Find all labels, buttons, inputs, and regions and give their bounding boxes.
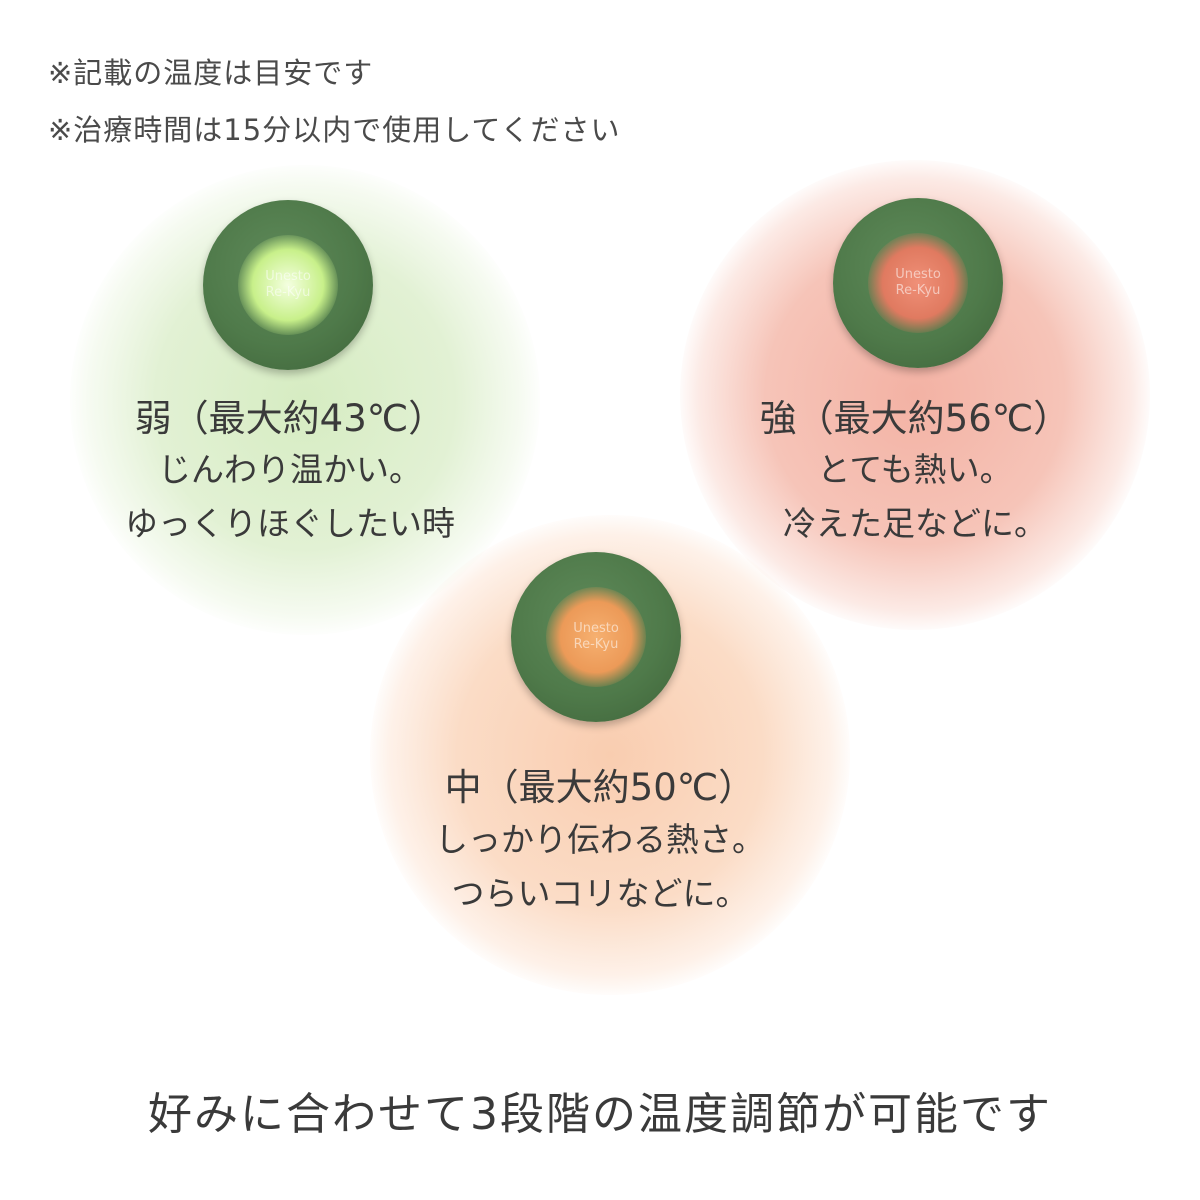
- logo-line2: Re-Kyu: [895, 283, 941, 298]
- level-strong-label: 強（最大約56℃）: [759, 397, 1071, 440]
- note-treatment-time: ※治療時間は15分以内で使用してください: [48, 113, 621, 147]
- desc-line: じんわり温かい。: [158, 450, 422, 489]
- indicator-light-orange: Unesto Re-Kyu: [546, 587, 646, 687]
- note-temperature: ※記載の温度は目安です: [48, 56, 374, 90]
- level-weak-description: じんわり温かい。 ゆっくりほぐしたい時: [60, 443, 520, 551]
- desc-line: とても熱い。: [817, 450, 1013, 489]
- main-caption: 好みに合わせて3段階の温度調節が可能です: [148, 1089, 1052, 1140]
- indicator-light-green: Unesto Re-Kyu: [238, 235, 338, 335]
- desc-line: ゆっくりほぐしたい時: [125, 504, 455, 543]
- level-medium-label: 中（最大約50℃）: [444, 766, 756, 809]
- device-weak: Unesto Re-Kyu: [203, 200, 373, 370]
- logo-line1: Unesto: [265, 269, 311, 285]
- level-weak-label: 弱（最大約43℃）: [134, 397, 446, 440]
- desc-line: つらいコリなどに。: [451, 874, 749, 913]
- logo-line1: Unesto: [895, 267, 941, 283]
- desc-line: しっかり伝わる熱さ。: [435, 820, 765, 859]
- device-strong: Unesto Re-Kyu: [833, 198, 1003, 368]
- logo-line1: Unesto: [573, 621, 619, 637]
- device-medium: Unesto Re-Kyu: [511, 552, 681, 722]
- logo-line2: Re-Kyu: [573, 637, 619, 652]
- level-strong-description: とても熱い。 冷えた足などに。: [685, 443, 1145, 551]
- indicator-light-red: Unesto Re-Kyu: [868, 233, 968, 333]
- desc-line: 冷えた足などに。: [783, 504, 1047, 543]
- level-medium-description: しっかり伝わる熱さ。 つらいコリなどに。: [370, 813, 830, 921]
- logo-line2: Re-Kyu: [265, 285, 311, 300]
